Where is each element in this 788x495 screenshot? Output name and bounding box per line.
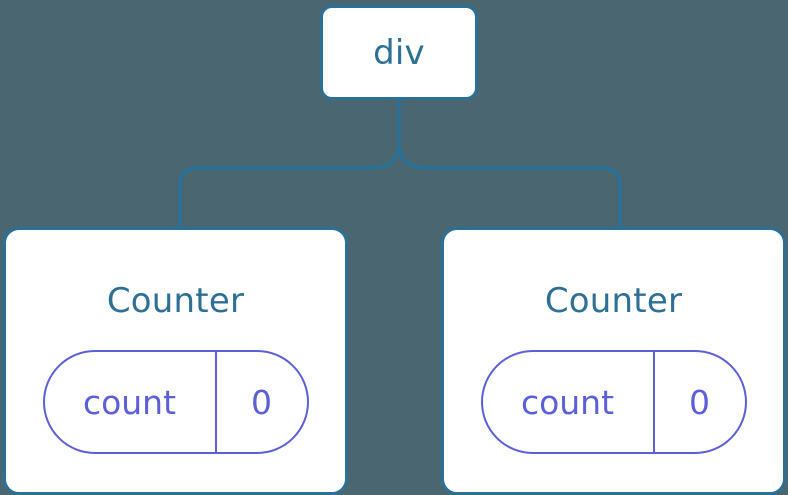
state-key-cell-left: count bbox=[45, 352, 217, 452]
node-div[interactable]: div bbox=[320, 5, 478, 100]
state-value-cell-right: 0 bbox=[655, 352, 745, 452]
connector-branch-left bbox=[178, 140, 401, 229]
node-counter-left-label: Counter bbox=[106, 281, 245, 321]
state-value-cell-left: 0 bbox=[217, 352, 307, 452]
state-value-label-right: 0 bbox=[689, 382, 710, 422]
state-pill-right[interactable]: count 0 bbox=[480, 350, 747, 454]
node-div-label: div bbox=[373, 32, 425, 73]
connector-branch-right bbox=[397, 140, 622, 229]
node-counter-right-label: Counter bbox=[544, 281, 683, 321]
node-counter-left[interactable]: Counter count 0 bbox=[3, 227, 348, 495]
state-key-label-right: count bbox=[520, 382, 615, 422]
state-key-label-left: count bbox=[82, 382, 177, 422]
state-key-cell-right: count bbox=[483, 352, 655, 452]
state-value-label-left: 0 bbox=[251, 382, 272, 422]
state-pill-left[interactable]: count 0 bbox=[42, 350, 309, 454]
node-counter-right[interactable]: Counter count 0 bbox=[441, 227, 786, 495]
